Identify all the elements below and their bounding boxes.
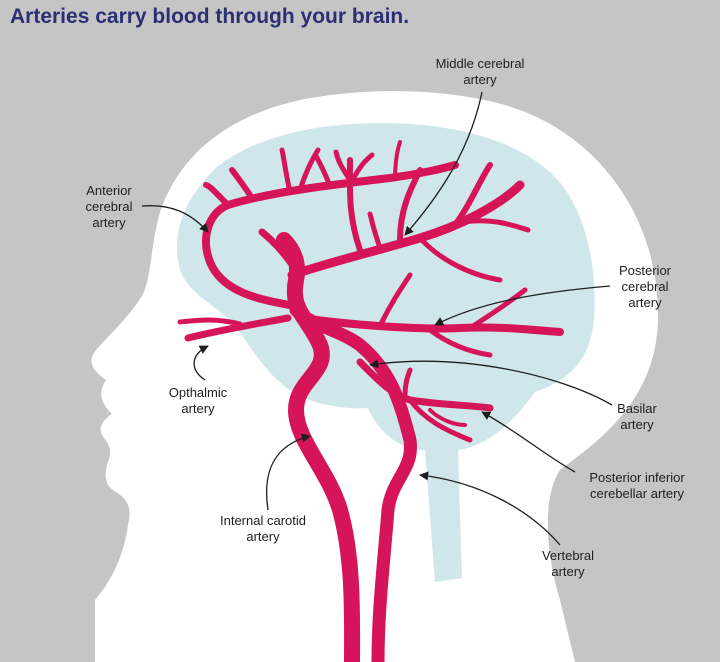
label-opthalmic-artery: Opthalmic artery — [169, 385, 228, 416]
posterior-cerebral-artery-vessel — [298, 314, 564, 336]
posterior-inferior-cerebellar-artery-vessel — [407, 397, 473, 443]
pointer-opthalmic — [193, 345, 209, 381]
internal-carotid-artery-vessel — [276, 232, 361, 662]
label-internal-carotid-artery: Internal carotid artery — [220, 513, 306, 544]
svg-text:Anterior: Anterior — [86, 183, 132, 198]
label-middle-cerebral-artery: Middle cerebral artery — [436, 56, 525, 87]
arteries — [177, 140, 564, 662]
svg-text:Basilar: Basilar — [617, 401, 657, 416]
svg-text:Posterior: Posterior — [619, 263, 672, 278]
pointer-basilar — [369, 359, 613, 406]
pointer-posterior-cerebral — [434, 285, 611, 326]
svg-text:Internal carotid: Internal carotid — [220, 513, 306, 528]
label-basilar-artery: Basilar artery — [617, 401, 657, 432]
vertebral-artery-vessel — [289, 303, 417, 662]
label-posterior-cerebral-artery: Posterior cerebral artery — [619, 263, 672, 310]
svg-text:artery: artery — [92, 215, 126, 230]
svg-text:artery: artery — [246, 529, 280, 544]
svg-text:Opthalmic: Opthalmic — [169, 385, 228, 400]
svg-text:Middle cerebral: Middle cerebral — [436, 56, 525, 71]
pointer-vertebral — [419, 471, 561, 546]
svg-text:artery: artery — [620, 417, 654, 432]
svg-text:Posterior inferior: Posterior inferior — [589, 470, 685, 485]
label-anterior-cerebral-artery: Anterior cerebral artery — [86, 183, 133, 230]
svg-text:cerebral: cerebral — [622, 279, 669, 294]
diagram-title: Arteries carry blood through your brain. — [10, 5, 410, 28]
svg-text:cerebellar artery: cerebellar artery — [590, 486, 684, 501]
svg-text:artery: artery — [628, 295, 662, 310]
svg-text:cerebral: cerebral — [86, 199, 133, 214]
pointer-anterior-cerebral — [141, 205, 209, 233]
svg-text:artery: artery — [551, 564, 585, 579]
label-posterior-inferior-cerebellar-artery: Posterior inferior cerebellar artery — [589, 470, 685, 501]
svg-text:artery: artery — [181, 401, 215, 416]
svg-text:artery: artery — [463, 72, 497, 87]
pointer-posterior-inferior-cerebellar — [481, 411, 576, 473]
label-vertebral-artery: Vertebral artery — [542, 548, 594, 579]
svg-text:Vertebral: Vertebral — [542, 548, 594, 563]
pointer-middle-cerebral — [404, 91, 483, 236]
opthalmic-artery-vessel — [184, 314, 292, 342]
pointer-internal-carotid — [265, 433, 311, 511]
